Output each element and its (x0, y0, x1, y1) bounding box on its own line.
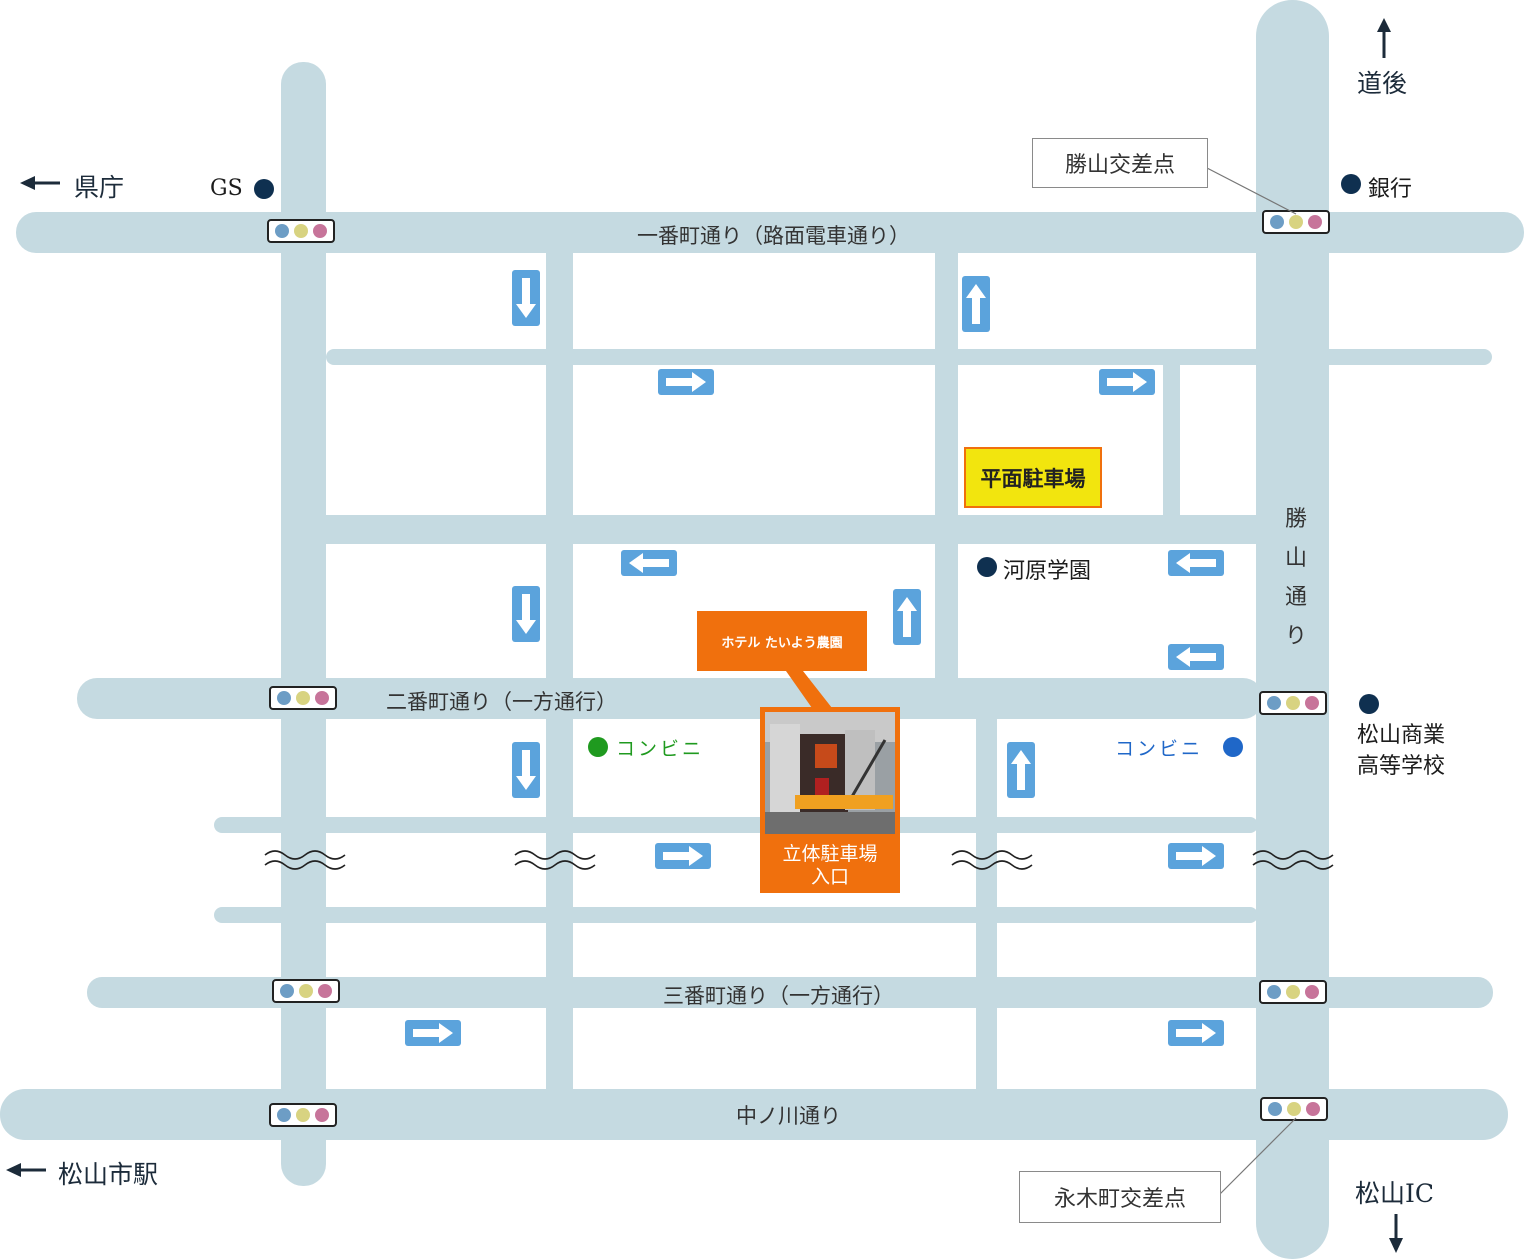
direction-label-matsuyama-ic: 松山IC (1355, 1179, 1435, 1208)
direction-arrow-icon (1389, 1214, 1403, 1253)
arrow-icon (658, 369, 714, 395)
poi-label-gs: GS (210, 176, 243, 201)
intersection-label-katsuyama: 勝山交差点 (1032, 138, 1208, 188)
road-west-vertical (281, 62, 326, 1186)
hotel-name-tag: ホテル たいよう農園 (697, 611, 867, 671)
direction-arrow-icon (20, 176, 60, 190)
one-way-arrows (405, 270, 1224, 1046)
road-minor-v2 (935, 253, 958, 678)
road-label-ichibancho: 一番町通り（路面電車通り） (637, 224, 910, 248)
intersection-label-nagikicho: 永木町交差点 (1019, 1171, 1221, 1223)
road-label-katsuyama: 勝 山 通 り (1284, 507, 1307, 649)
road-minor-v1 (546, 253, 573, 1089)
direction-label-dogo: 道後 (1357, 69, 1408, 98)
direction-label-matsuyama-station: 松山市駅 (58, 1160, 159, 1189)
poi-dot-gs (254, 179, 274, 199)
arrow-icon (621, 550, 677, 576)
road-katsuyama-vertical (1256, 0, 1329, 1259)
poi-label-school: 松山商業 高等学校 (1357, 723, 1446, 779)
arrow-icon (512, 270, 540, 326)
poi-label-kawahara: 河原学園 (1003, 559, 1092, 584)
poi-label-conveni-left: コンビニ (616, 738, 705, 760)
arrow-icon (405, 1020, 461, 1046)
wave-break-icon (514, 850, 596, 870)
callout-line-nagikicho (1219, 1117, 1297, 1195)
direction-arrow-icon (6, 1163, 46, 1177)
poi-dot-conveni-right (1223, 737, 1243, 757)
poi-dot-conveni-left (588, 737, 608, 757)
poi-label-bank: 銀行 (1368, 177, 1413, 202)
wave-break-icon (264, 850, 346, 870)
wave-breaks (264, 850, 1334, 870)
direction-arrows (6, 18, 1403, 1253)
traffic-signal-icon (269, 1103, 337, 1127)
road-label-nibancho: 二番町通り（一方通行） (386, 690, 617, 714)
hotel-callout (760, 671, 900, 893)
arrow-icon (962, 276, 990, 332)
road-minor-h3 (214, 817, 1258, 833)
road-ichibancho (16, 212, 1524, 253)
building-photo-icon (765, 712, 895, 834)
arrow-icon (1007, 742, 1035, 798)
wave-break-icon (1252, 850, 1334, 870)
road-label-nakanokawa: 中ノ川通り (736, 1104, 841, 1128)
arrow-icon (655, 843, 711, 869)
road-minor-h4 (214, 907, 1258, 923)
poi-dot-bank (1341, 174, 1361, 194)
arrow-icon (893, 589, 921, 645)
poi-dot-school (1359, 694, 1379, 714)
road-minor-h1 (326, 349, 1492, 365)
road-sanbancho (87, 977, 1493, 1008)
road-minor-h2 (326, 515, 1256, 544)
arrow-icon (1168, 1020, 1224, 1046)
arrow-icon (512, 586, 540, 642)
direction-label-kencho: 県庁 (74, 173, 125, 202)
traffic-signal-icon (1259, 691, 1327, 715)
poi-dot-kawahara (977, 557, 997, 577)
arrow-icon (1099, 369, 1155, 395)
traffic-signal-icon (1259, 980, 1327, 1004)
flat-parking-label: 平面駐車場 (964, 447, 1102, 508)
arrow-icon (1168, 550, 1224, 576)
road-label-sanbancho: 三番町通り（一方通行） (663, 984, 894, 1008)
multi-parking-entrance-label: 立体駐車場 入口 (782, 843, 878, 888)
traffic-signal-icon (272, 979, 340, 1003)
hotel-tag-pointer (786, 671, 832, 708)
arrow-icon (1168, 644, 1224, 670)
direction-arrow-icon (1377, 18, 1391, 58)
traffic-signal-icon (269, 686, 337, 710)
poi-label-conveni-right: コンビニ (1115, 738, 1204, 760)
traffic-signal-icon (1262, 210, 1330, 234)
wave-break-icon (951, 850, 1033, 870)
road-nakanokawa (0, 1089, 1508, 1140)
traffic-signal-icon (1260, 1097, 1328, 1121)
traffic-signal-icon (267, 219, 335, 243)
traffic-signals (267, 210, 1330, 1127)
arrow-icon (1168, 843, 1224, 869)
callout-lines (1206, 167, 1297, 1195)
callout-line-katsuyama (1206, 167, 1297, 215)
road-nibancho (77, 678, 1263, 719)
arrow-icon (512, 742, 540, 798)
road-minor-v3 (1163, 365, 1180, 515)
road-minor-v4 (976, 719, 997, 1089)
